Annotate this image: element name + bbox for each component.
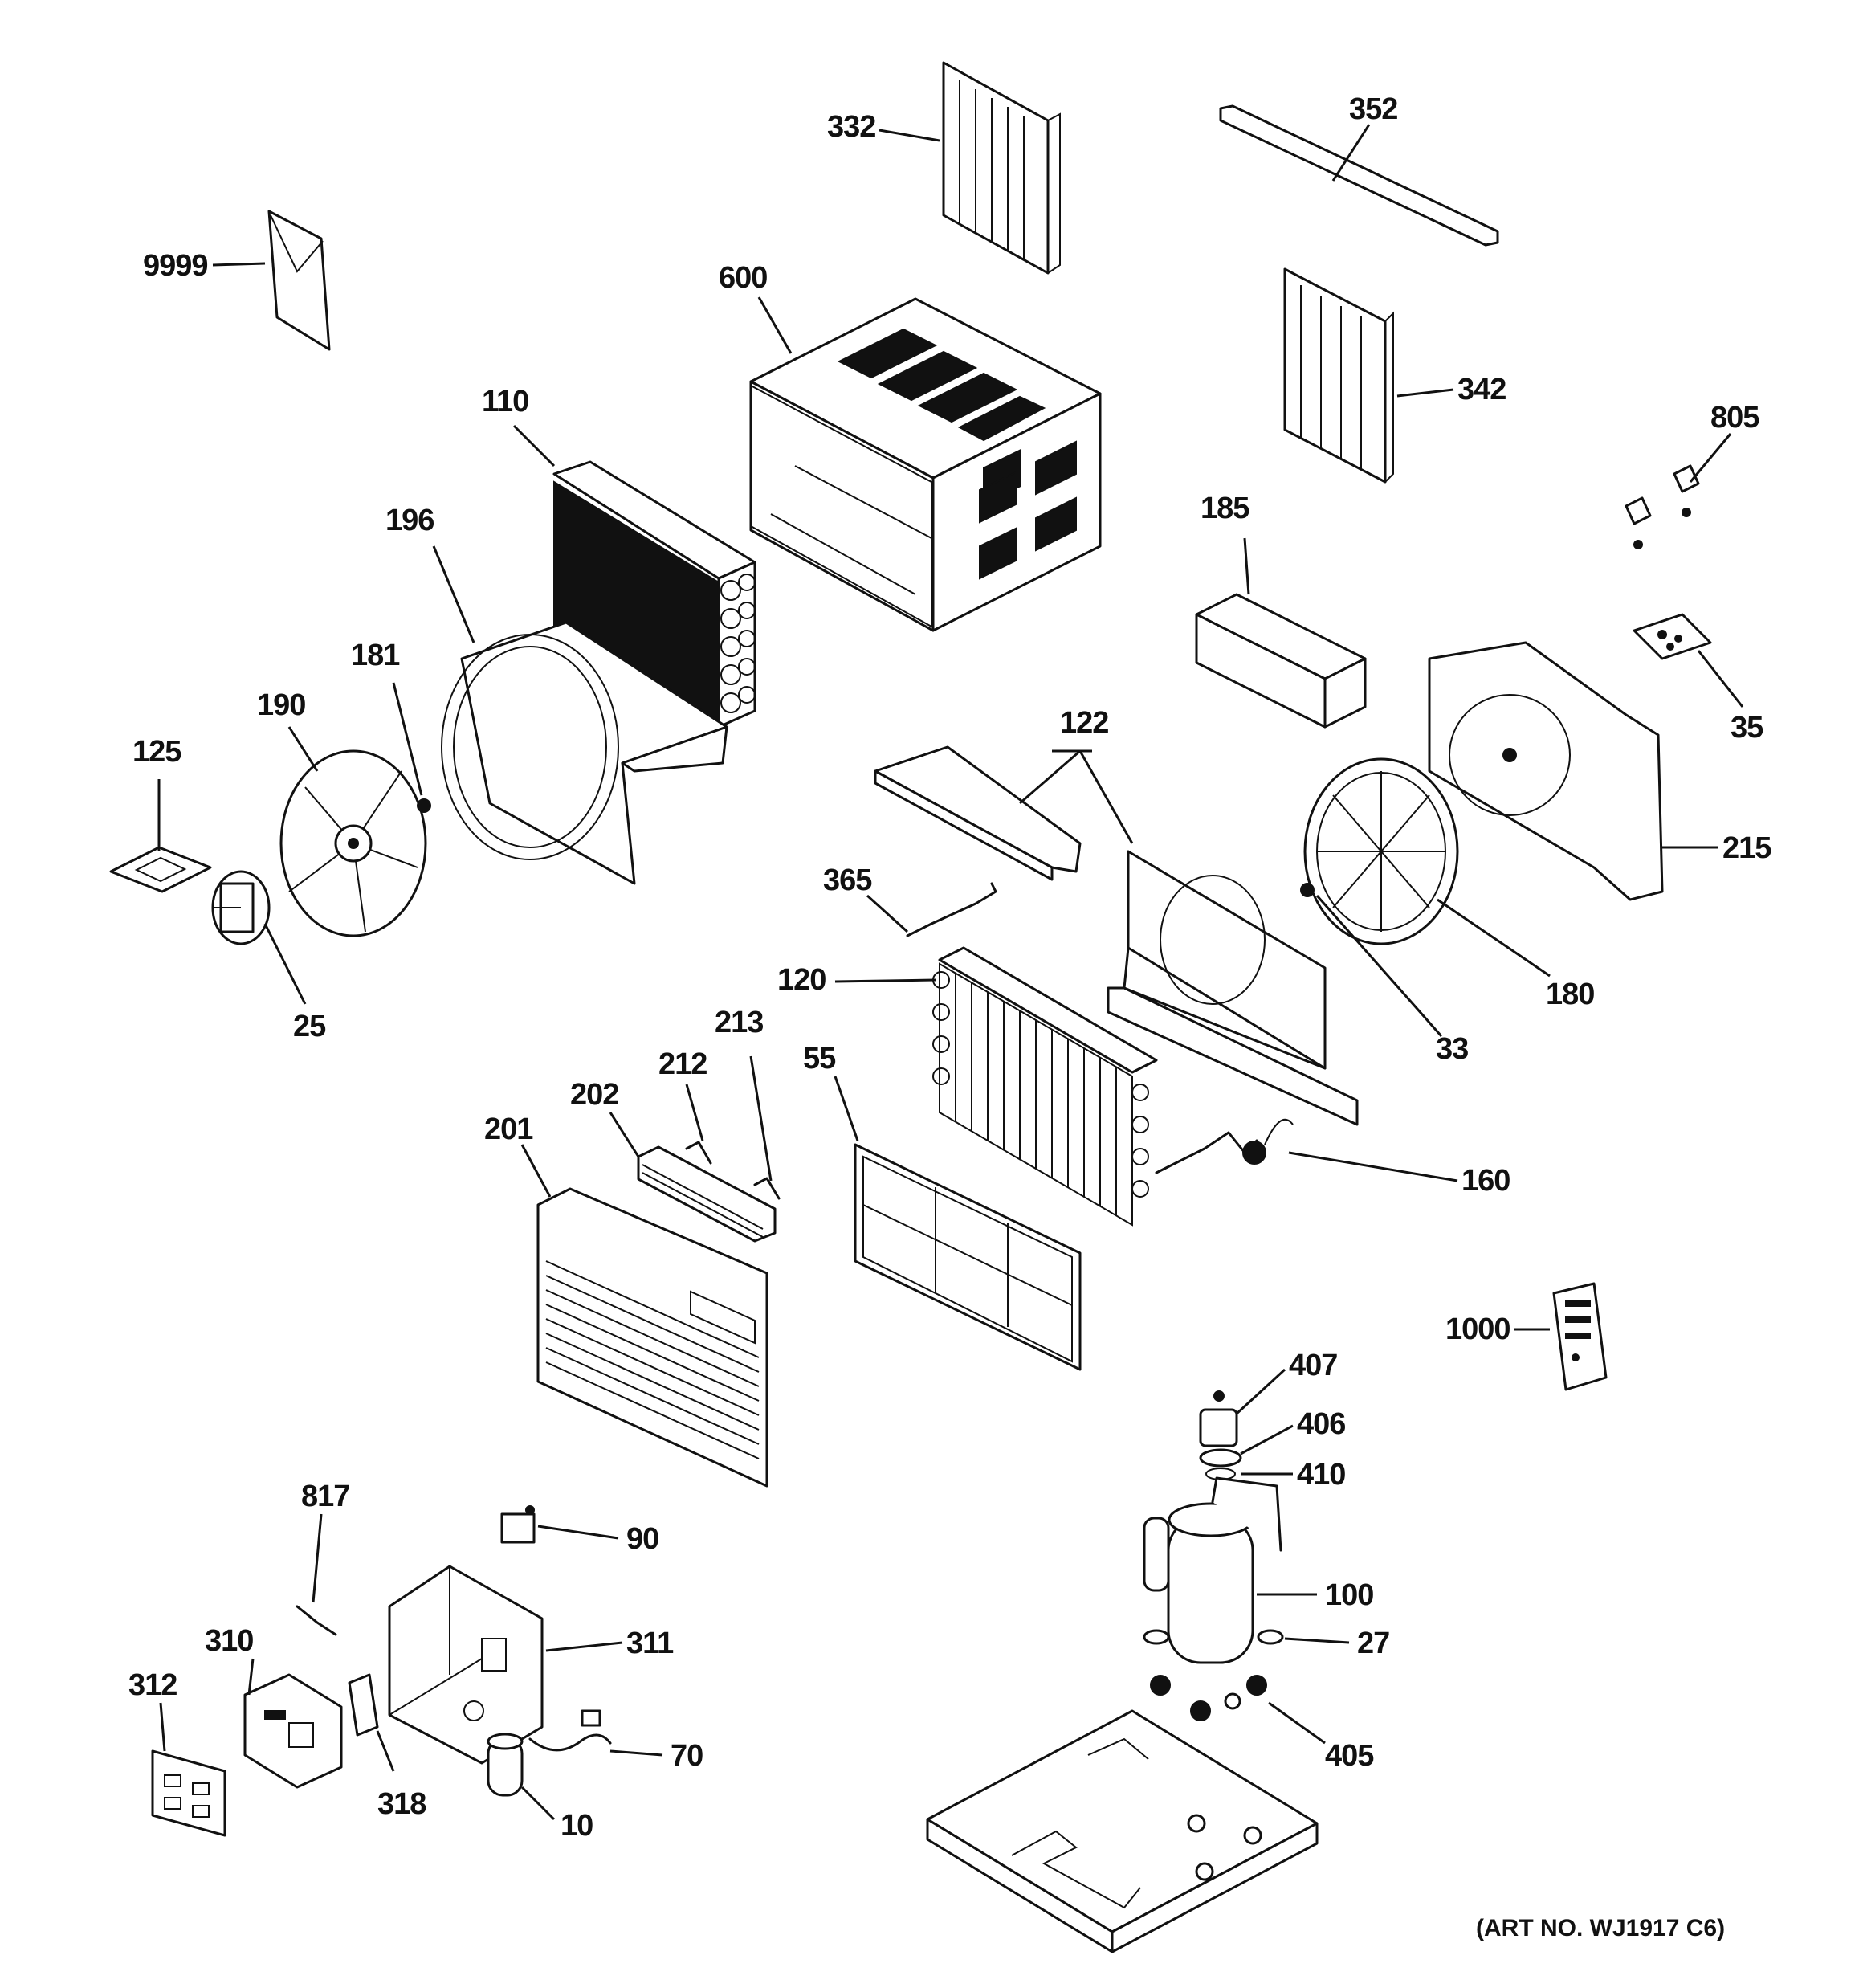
label-202: 202: [570, 1078, 618, 1112]
label-201: 201: [484, 1112, 533, 1146]
art-number-caption: (ART NO. WJ1917 C6): [1476, 1915, 1725, 1941]
label-817: 817: [301, 1480, 349, 1513]
label-181: 181: [351, 639, 400, 672]
label-215: 215: [1722, 831, 1771, 865]
label-190: 190: [257, 688, 305, 722]
cabinet-side-louvers: [979, 440, 1077, 580]
part-310-control-board: [243, 1673, 343, 1789]
label-27: 27: [1357, 1627, 1389, 1660]
part-181-nut: [417, 798, 431, 813]
part-332-side-curtain: [942, 61, 1061, 275]
part-215-blower-housing: [1428, 641, 1664, 901]
part-9999-manual: [267, 210, 331, 351]
part-number-labels: 9999 332 352 600 342 805 110 185 196 181…: [128, 92, 1772, 1941]
part-600-cabinet: [749, 297, 1102, 632]
part-70-wire-harness: [528, 1709, 612, 1752]
part-125-motor-mount: [109, 846, 212, 893]
part-406-cover: [1199, 1448, 1242, 1468]
label-406: 406: [1297, 1407, 1345, 1441]
label-312: 312: [128, 1668, 177, 1702]
part-201-front-grille: [536, 1187, 768, 1488]
part-318-sensor: [348, 1673, 379, 1737]
label-213: 213: [715, 1006, 763, 1039]
label-407: 407: [1289, 1349, 1337, 1382]
part-35-hardware: [1633, 613, 1712, 660]
part-342-side-curtain: [1283, 267, 1394, 484]
label-25: 25: [293, 1010, 326, 1043]
part-90-relay: [500, 1505, 536, 1544]
label-120: 120: [777, 963, 826, 997]
part-405-mounts: [1150, 1675, 1267, 1721]
part-817-screw: [296, 1605, 337, 1636]
part-base-pan: [926, 1709, 1319, 1953]
part-805-brackets: [1625, 464, 1700, 549]
part-311-control-box: [388, 1565, 544, 1765]
part-312-keypad-panel: [151, 1749, 226, 1837]
label-600: 600: [719, 261, 767, 295]
part-212-bracket: [685, 1141, 712, 1165]
label-70: 70: [671, 1739, 703, 1773]
part-27-grommet: [1143, 1629, 1284, 1645]
part-190-fan-blade: [279, 749, 427, 937]
part-352-top-rail: [1219, 104, 1499, 247]
label-35: 35: [1731, 711, 1763, 745]
part-120-evaporator-coil: [932, 946, 1158, 1227]
label-405: 405: [1325, 1739, 1374, 1773]
label-410: 410: [1297, 1458, 1345, 1492]
part-10-capacitor: [487, 1733, 524, 1797]
part-25-fan-motor: [211, 870, 271, 945]
label-185: 185: [1201, 492, 1249, 525]
label-33: 33: [1436, 1032, 1468, 1066]
label-352: 352: [1349, 92, 1397, 126]
label-310: 310: [205, 1624, 253, 1658]
label-805: 805: [1710, 401, 1759, 435]
label-342: 342: [1457, 373, 1506, 406]
part-365-rod: [906, 882, 997, 937]
label-10: 10: [561, 1809, 593, 1843]
label-332: 332: [827, 110, 875, 144]
part-1000-remote-control: [1552, 1282, 1608, 1391]
part-185-cover: [1195, 593, 1367, 729]
label-1000: 1000: [1445, 1312, 1510, 1346]
label-90: 90: [626, 1522, 658, 1556]
label-311: 311: [626, 1627, 674, 1660]
part-202-louver-assembly: [637, 1145, 777, 1243]
label-365: 365: [823, 863, 872, 897]
label-212: 212: [658, 1047, 707, 1081]
part-160-thermistor: [1155, 1119, 1294, 1174]
part-55-air-filter: [854, 1143, 1082, 1371]
part-407-overload: [1199, 1390, 1238, 1447]
label-110: 110: [482, 385, 528, 418]
label-9999: 9999: [143, 249, 208, 283]
part-196-condenser-shroud: [441, 621, 728, 885]
part-110-condenser-coil: [552, 460, 756, 729]
label-160: 160: [1461, 1164, 1510, 1198]
leader-lines: [157, 124, 1744, 1821]
label-180: 180: [1546, 978, 1594, 1011]
part-213-bracket: [753, 1177, 781, 1200]
label-125: 125: [132, 735, 181, 769]
label-122: 122: [1060, 706, 1108, 740]
part-180-blower-wheel: [1303, 757, 1459, 945]
label-318: 318: [377, 1787, 426, 1821]
label-100: 100: [1325, 1578, 1373, 1612]
label-196: 196: [385, 504, 434, 537]
part-100-compressor: [1143, 1476, 1282, 1664]
label-55: 55: [803, 1042, 836, 1076]
part-122-air-guides: [874, 745, 1359, 1126]
part-33-clamp: [1300, 883, 1315, 897]
